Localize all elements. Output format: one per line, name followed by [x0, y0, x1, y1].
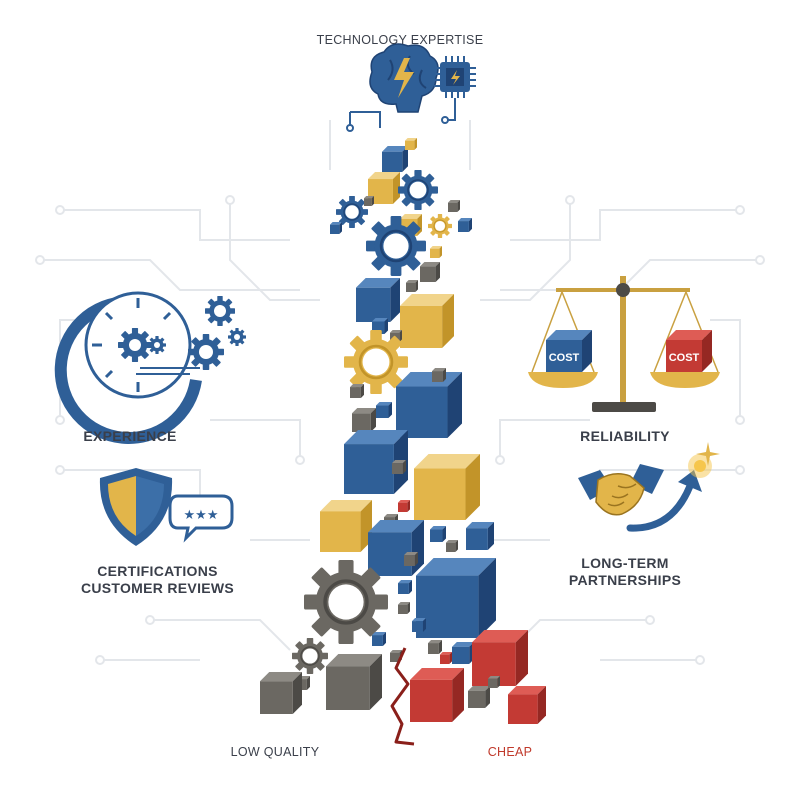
- gear-icon: [344, 330, 408, 394]
- gear-icon: [398, 170, 438, 210]
- cube: [330, 222, 342, 234]
- gear-icon: [336, 196, 368, 228]
- label-low-quality: LOW QUALITY: [230, 745, 320, 759]
- cube: [416, 558, 496, 638]
- label-long-term: LONG-TERM: [581, 555, 669, 571]
- label-cheap: CHEAP: [487, 745, 533, 759]
- cube: [352, 408, 376, 432]
- handshake-icon: [578, 464, 664, 516]
- gear-icon: [366, 216, 426, 276]
- cube: [412, 618, 426, 632]
- cube: [320, 500, 372, 552]
- cube: [428, 640, 442, 654]
- growth-arrow-icon: [626, 442, 720, 532]
- cube: [430, 526, 446, 542]
- cube: [488, 676, 500, 688]
- gear-icon: [304, 560, 388, 644]
- cube: [392, 460, 406, 474]
- cube: [326, 654, 382, 710]
- cube: [260, 672, 302, 714]
- cube: [446, 540, 458, 552]
- chip-icon: [434, 56, 476, 124]
- cube: [350, 384, 364, 398]
- cube: [364, 196, 374, 206]
- cube: [472, 630, 528, 686]
- cost-cube-right: [666, 330, 712, 372]
- label-customer-reviews: CUSTOMER REVIEWS: [80, 579, 235, 596]
- cube: [452, 642, 474, 664]
- cube: [398, 500, 410, 512]
- brain-lightning-icon: [346, 43, 439, 132]
- cost-label-right: COST: [669, 352, 700, 364]
- label-experience: EXPERIENCE: [83, 428, 177, 444]
- cube: [368, 172, 400, 204]
- cube: [398, 580, 412, 594]
- crack: [390, 647, 415, 746]
- cube: [404, 552, 418, 566]
- label-technology-expertise: TECHNOLOGY EXPERTISE: [316, 33, 484, 47]
- cube: [458, 218, 472, 232]
- cube: [468, 686, 490, 708]
- cube: [508, 686, 546, 724]
- cube: [430, 246, 442, 258]
- label-reliability: RELIABILITY: [580, 428, 670, 444]
- cube: [406, 280, 418, 292]
- cube: [420, 262, 440, 282]
- svg-text:★★★: ★★★: [184, 508, 219, 523]
- gear-icon: [428, 214, 452, 238]
- cost-label-left: COST: [549, 352, 580, 364]
- cube: [440, 652, 452, 664]
- cube: [376, 402, 392, 418]
- shield-stars-icon: ★★★: [99, 468, 234, 546]
- cube: [466, 522, 494, 550]
- balance-scale-icon: COST COST: [528, 276, 720, 412]
- cube: [414, 454, 480, 520]
- cube: [410, 668, 464, 722]
- label-long-term-partnerships: LONG-TERM PARTNERSHIPS: [545, 555, 705, 589]
- label-certifications-reviews: CERTIFICATIONS CUSTOMER REVIEWS: [70, 563, 245, 597]
- cube: [396, 372, 462, 438]
- cube: [372, 632, 386, 646]
- cube: [405, 138, 417, 150]
- cube: [432, 368, 446, 382]
- cube: [448, 200, 460, 212]
- label-certifications: CERTIFICATIONS: [97, 563, 218, 579]
- label-partnerships: PARTNERSHIPS: [568, 571, 682, 588]
- gear-icon: [292, 638, 328, 674]
- cost-cube-left: [546, 330, 592, 372]
- cube: [356, 278, 400, 322]
- cube: [398, 602, 410, 614]
- cube: [400, 294, 454, 348]
- cube: [382, 146, 408, 172]
- clock-gears-icon: [54, 291, 246, 444]
- cube: [368, 520, 424, 576]
- growth-arrow-column: [260, 138, 546, 724]
